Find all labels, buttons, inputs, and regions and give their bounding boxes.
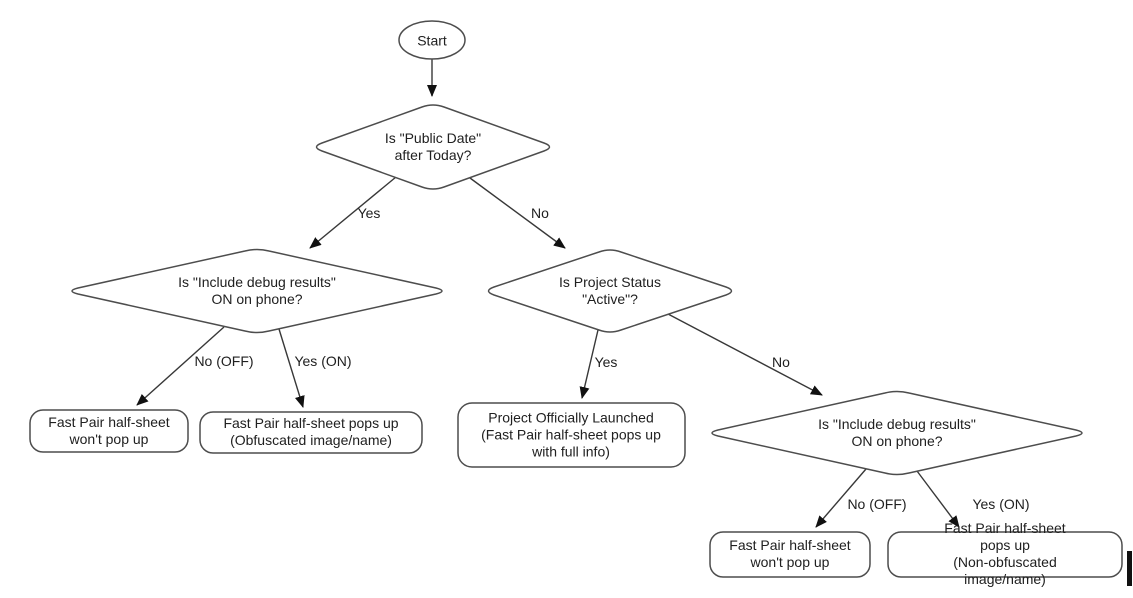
decision-public-date-shape (315, 104, 551, 190)
outcome-launched-label: Project Officially Launched (Fast Pair h… (481, 409, 661, 460)
outcome-no-popup-left-label: Fast Pair half-sheet won't pop up (48, 414, 170, 447)
outcome-obfuscated-popup-shape (199, 411, 423, 454)
decision-debug-left-label: Is "Include debug results" ON on phone? (178, 274, 336, 307)
edge-label-debug-left-no: No (OFF) (194, 353, 254, 369)
edge-label-debug-right-yes: Yes (ON) (972, 496, 1030, 512)
decision-project-status-shape (487, 249, 733, 333)
outcome-non-obfuscated-popup-shape (887, 531, 1123, 578)
start-node-shape (398, 20, 466, 60)
outcome-no-popup-right-label: Fast Pair half-sheet won't pop up (729, 537, 851, 570)
outcome-no-popup-left-shape (29, 409, 189, 453)
outcome-obfuscated-popup-label: Fast Pair half-sheet pops up (Obfuscated… (223, 415, 399, 448)
decision-debug-left-shape (71, 248, 443, 334)
edge-status-no (667, 313, 823, 396)
edge-label-status-yes: Yes (594, 354, 618, 370)
edge-debug-right-yes-on (916, 470, 960, 528)
edge-debug-right-no-off (815, 468, 867, 528)
edge-public-date-yes (309, 176, 397, 249)
decision-project-status-label: Is Project Status "Active"? (559, 274, 661, 307)
outcome-launched-shape (457, 402, 686, 468)
edge-debug-left-yes-on (278, 328, 305, 408)
edge-status-yes (579, 329, 599, 399)
outcome-non-obfuscated-popup-label: Fast Pair half-sheet pops up (Non-obfusc… (944, 520, 1066, 587)
start-node-label: Start (417, 32, 447, 49)
edge-public-date-no (469, 177, 566, 249)
edge-label-public-no: No (531, 205, 549, 221)
decision-public-date-label: Is "Public Date" after Today? (384, 130, 482, 163)
edge-label-debug-right-no: No (OFF) (847, 496, 907, 512)
edge-label-public-yes: Yes (357, 205, 381, 221)
text-cursor (1127, 551, 1132, 586)
edge-label-debug-left-yes: Yes (ON) (294, 353, 352, 369)
edge-debug-left-no-off (136, 326, 225, 406)
outcome-no-popup-right-shape (709, 531, 871, 578)
edge-label-status-no: No (772, 354, 790, 370)
decision-debug-right-shape (711, 390, 1083, 476)
decision-debug-right-label: Is "Include debug results" ON on phone? (818, 416, 976, 449)
